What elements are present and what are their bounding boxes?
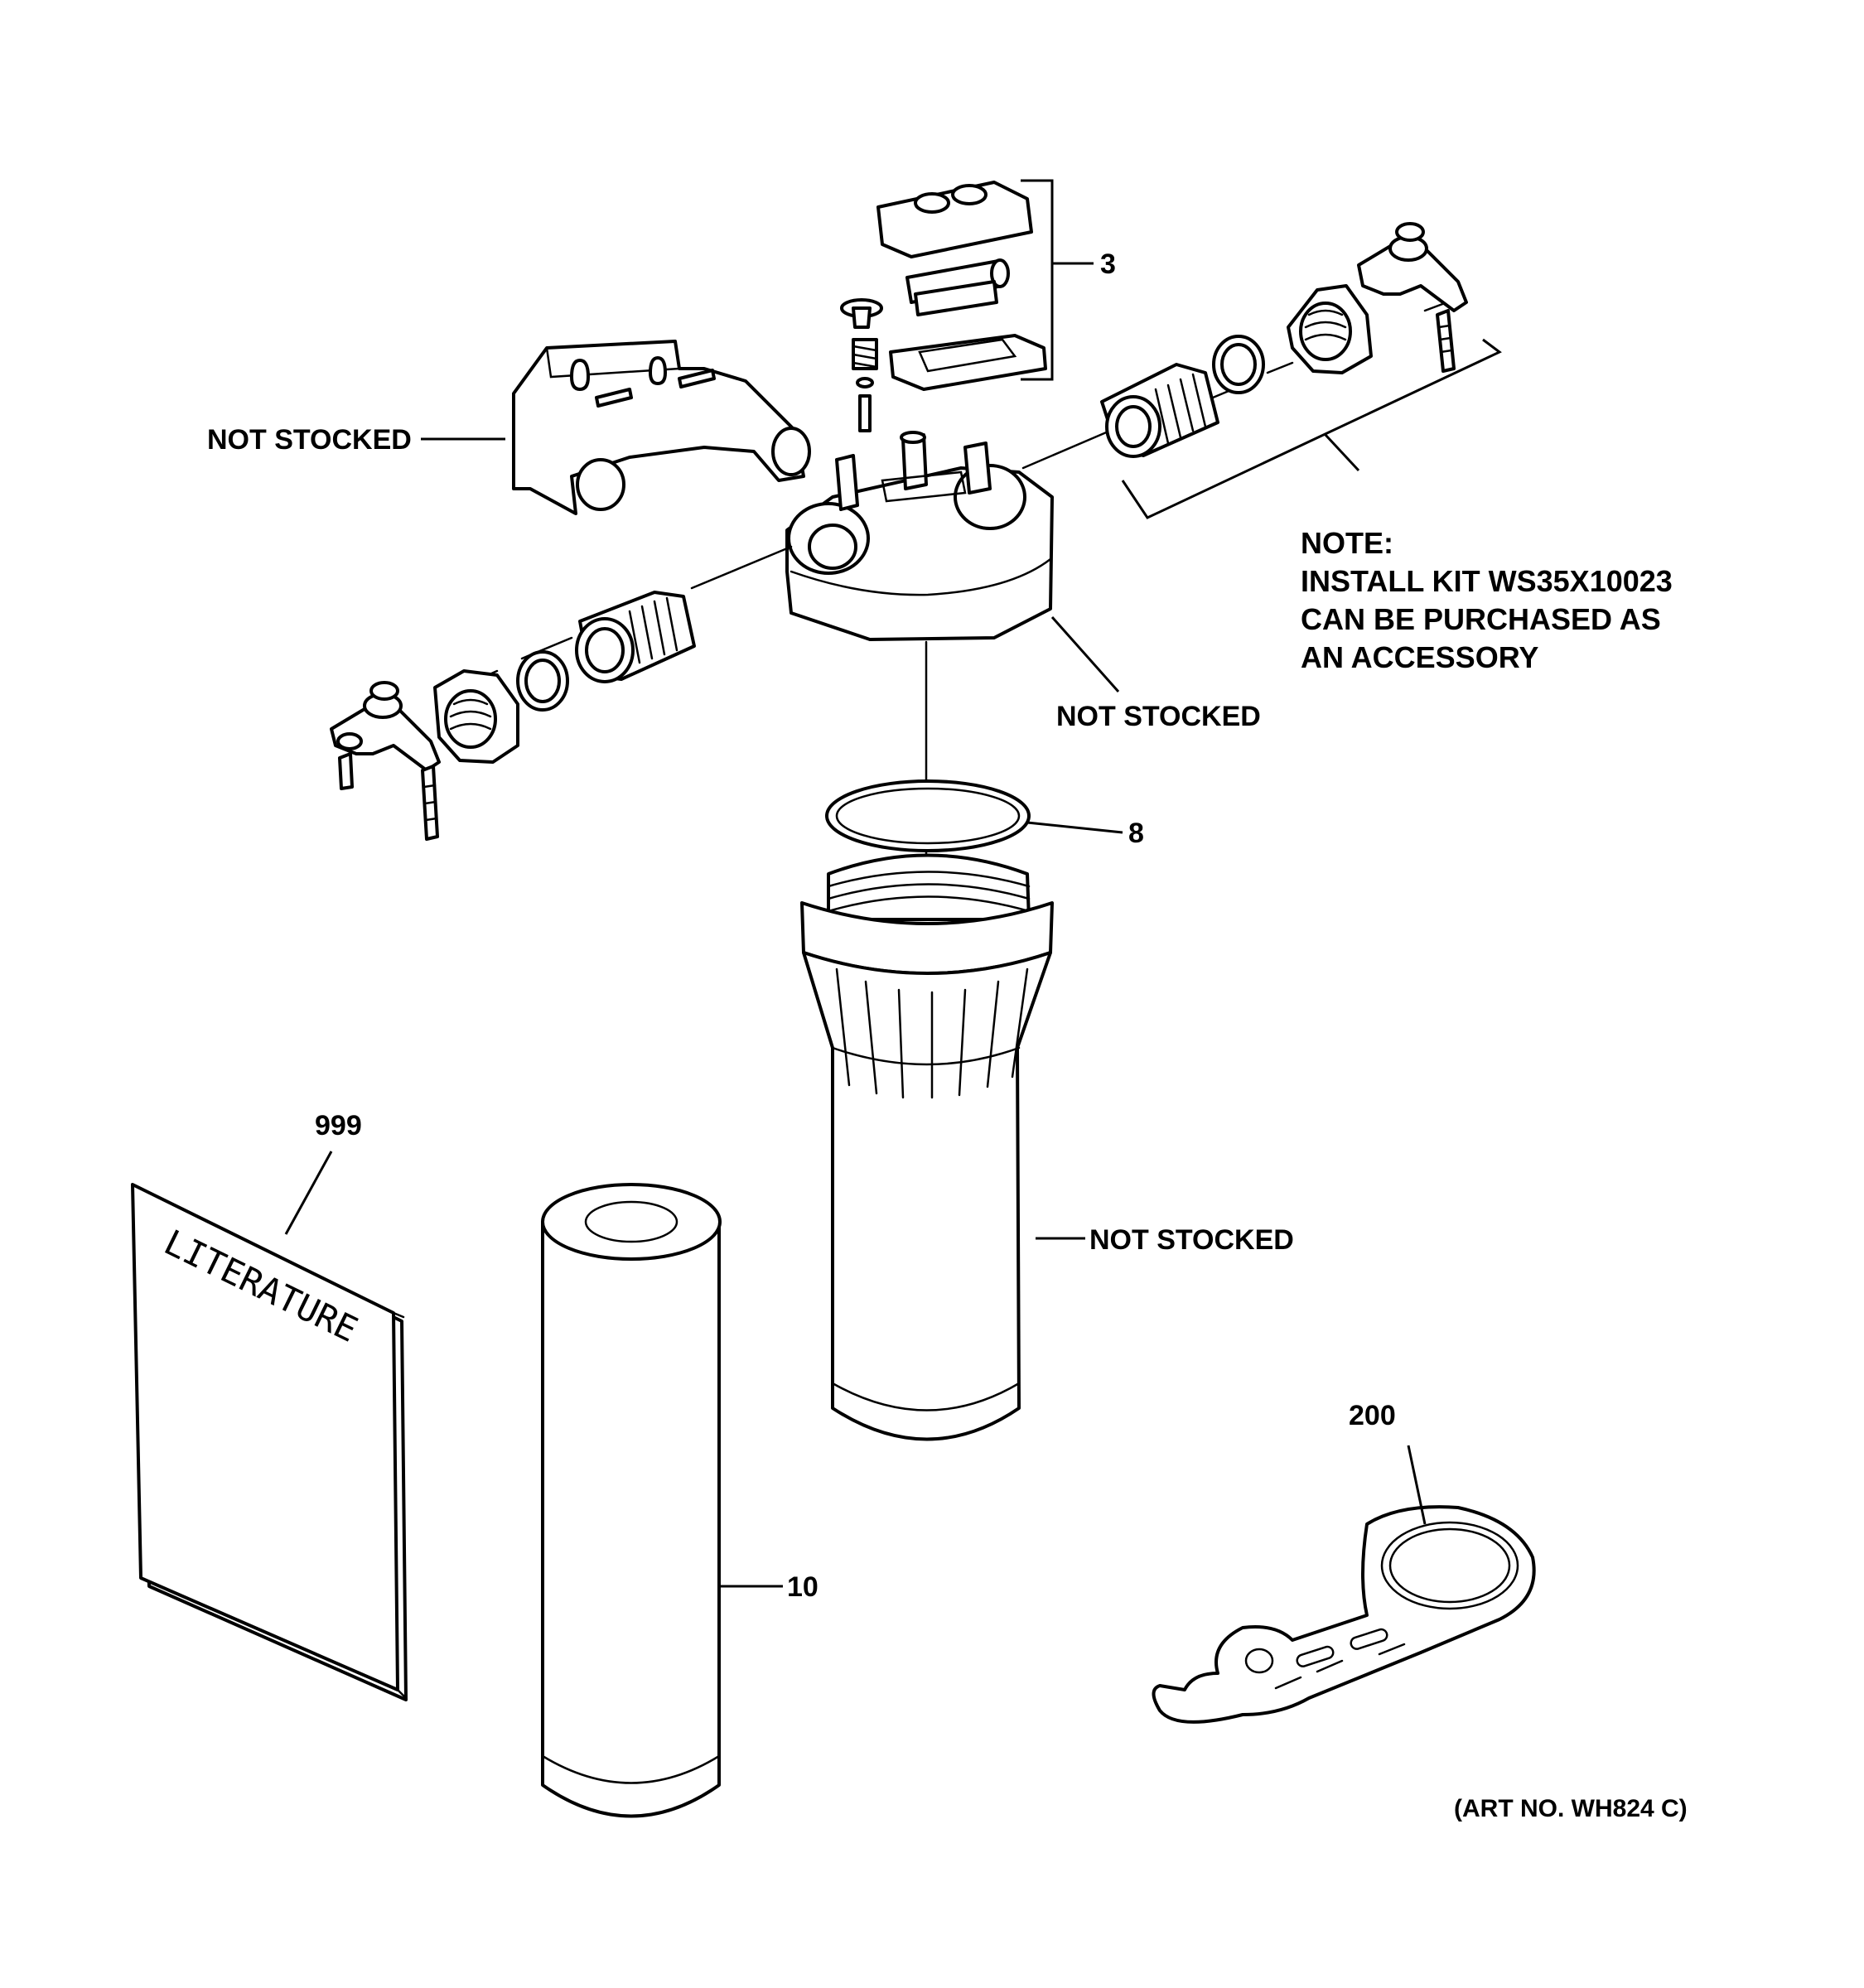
o-ring-number: 8 xyxy=(1128,818,1144,849)
cartridge-number: 10 xyxy=(787,1571,819,1603)
note-line-1: INSTALL KIT WS35X10023 xyxy=(1301,564,1673,598)
not-stocked-bracket-label: NOT STOCKED xyxy=(207,424,412,456)
note-line-3: AN ACCESSORY xyxy=(1301,640,1538,674)
mounting-bracket xyxy=(512,340,811,515)
filter-head xyxy=(785,431,1054,641)
filter-cartridge xyxy=(541,1183,722,1818)
art-number: (ART NO. WH824 C) xyxy=(1454,1795,1688,1822)
kit-3-bracket xyxy=(1021,179,1094,381)
note-line-2: CAN BE PURCHASED AS xyxy=(1301,602,1661,636)
leader-literature xyxy=(284,1151,333,1235)
not-stocked-housing-label: NOT STOCKED xyxy=(1089,1224,1294,1256)
housing-wrench xyxy=(1152,1505,1536,1724)
filter-housing xyxy=(800,853,1054,1441)
o-ring xyxy=(825,779,1031,852)
leader-not-stocked-head xyxy=(1050,616,1120,692)
fittings-left xyxy=(330,591,696,841)
literature-number: 999 xyxy=(315,1110,362,1141)
not-stocked-head-label: NOT STOCKED xyxy=(1056,701,1261,732)
literature-booklet: LITERATURE xyxy=(131,1183,408,1701)
kit-3-number: 3 xyxy=(1100,248,1116,280)
wrench-number: 200 xyxy=(1349,1400,1396,1431)
note-title: NOTE: xyxy=(1301,526,1393,560)
axis-right xyxy=(1021,297,1460,470)
install-kit-right xyxy=(1100,222,1468,458)
install-kit-bracket xyxy=(1121,338,1502,519)
kit-3-parts xyxy=(840,181,1047,432)
leader-o-ring xyxy=(1026,821,1123,834)
leader-wrench xyxy=(1407,1445,1427,1525)
